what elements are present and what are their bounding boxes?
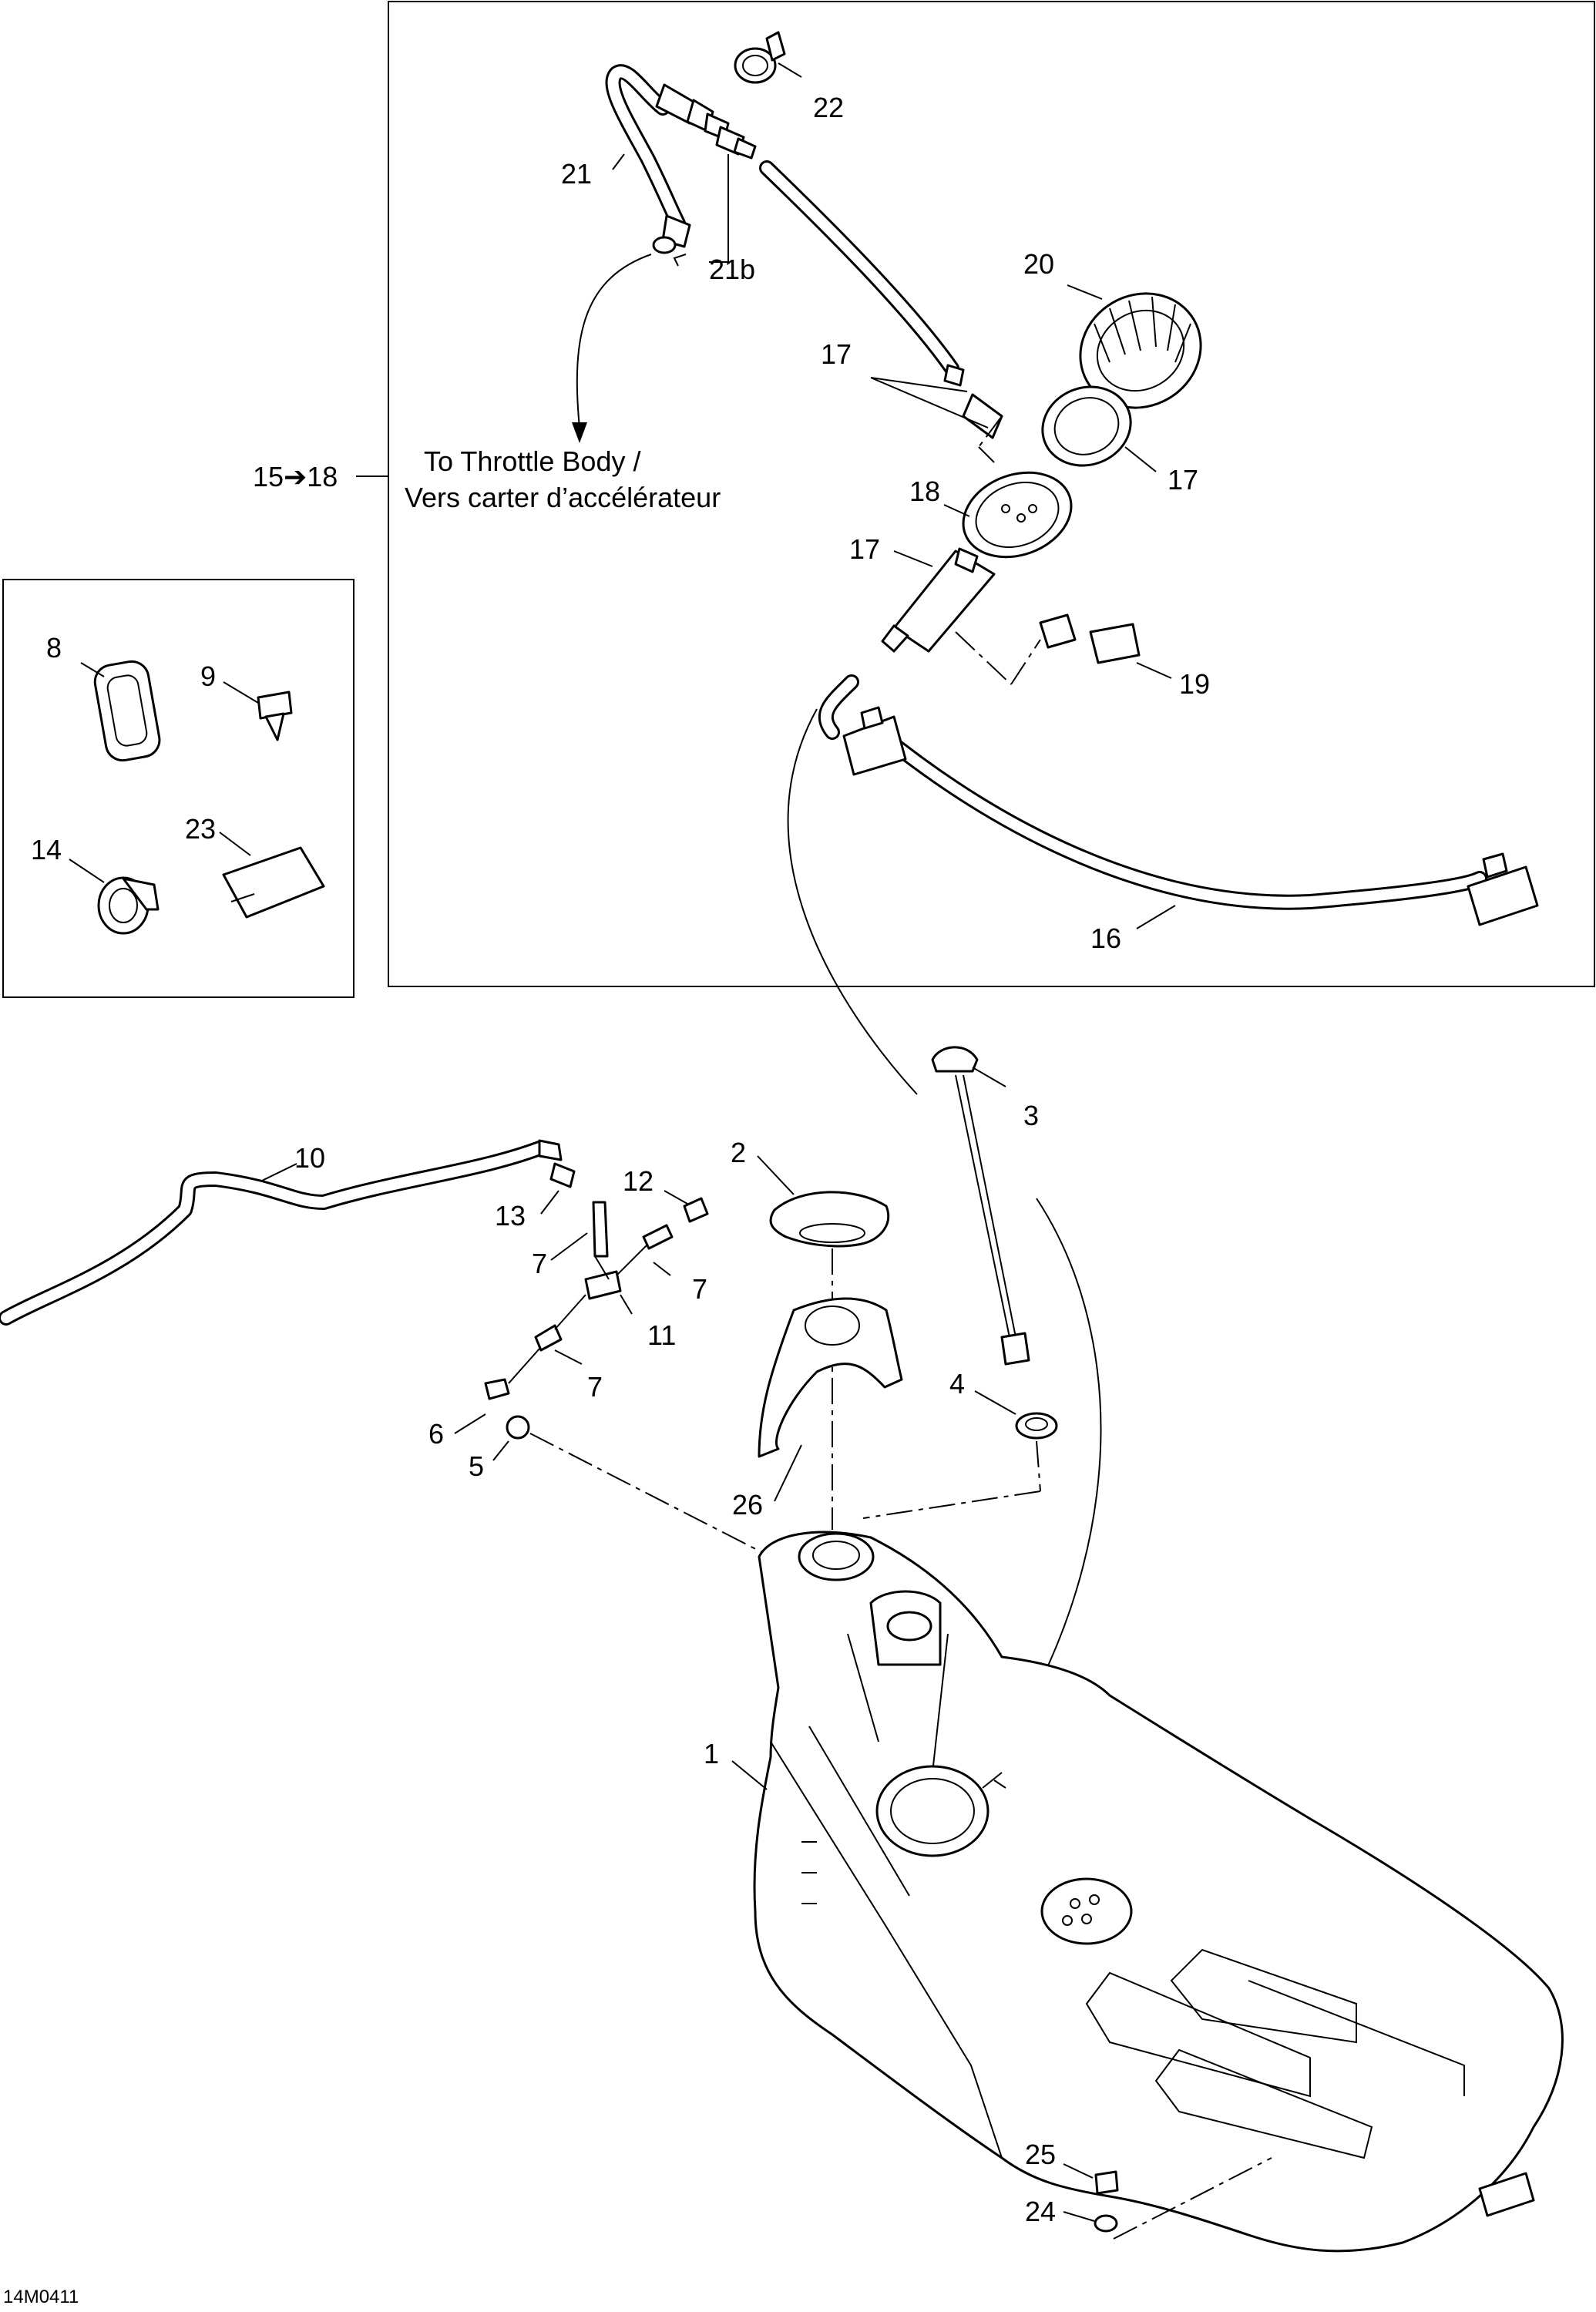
label-18: 18: [909, 476, 940, 507]
grommet-4: [1015, 1412, 1058, 1440]
label-26: 26: [732, 1489, 763, 1521]
label-17a: 17: [821, 338, 852, 370]
throttle-body-route-arrow: [576, 254, 652, 428]
grommet-25: [1094, 2170, 1119, 2195]
push-rivet-9: [257, 691, 293, 741]
fuel-line-route: [787, 708, 918, 1095]
fuel-pump-17: [881, 547, 996, 653]
label-1: 1: [704, 1738, 719, 1769]
label-4: 4: [949, 1368, 965, 1400]
label-7b: 7: [692, 1273, 707, 1305]
vent-hose-10: [0, 1141, 547, 1326]
label-12: 12: [623, 1165, 654, 1197]
label-10: 10: [294, 1142, 325, 1174]
connector-19: [955, 613, 1141, 685]
fuel-gauge-sender-3: [931, 1046, 1030, 1366]
fuel-pump-module-18: [962, 471, 1073, 559]
grommet-8: [93, 660, 161, 762]
label-20: 20: [1023, 248, 1054, 280]
label-15-18: 15➔18: [253, 461, 338, 492]
protector-23: [222, 846, 325, 919]
note-throttle-body-line1: To Throttle Body /: [424, 445, 640, 477]
connector-21b: [715, 126, 757, 160]
locking-ring-20: [1079, 292, 1202, 409]
label-19: 19: [1179, 668, 1210, 700]
small-parts-frame: [2, 579, 354, 998]
label-21b: 21b: [709, 254, 755, 285]
label-17c: 17: [849, 533, 880, 565]
note-throttle-body-line2: Vers carter d’accélérateur: [405, 482, 721, 513]
part-labels: 22 21 21b 20 17 15➔18 To Throttle Body /…: [3, 92, 1210, 2307]
label-5: 5: [469, 1450, 484, 1482]
leader-lines: [69, 62, 1176, 2222]
label-21: 21: [561, 158, 592, 190]
label-25: 25: [1025, 2139, 1056, 2170]
fuel-cap-2: [769, 1191, 889, 1248]
label-16: 16: [1090, 922, 1121, 954]
figure-code: 14M0411: [3, 2287, 79, 2307]
clip-14: [97, 876, 160, 935]
label-6: 6: [428, 1418, 444, 1450]
label-24: 24: [1025, 2196, 1056, 2227]
label-3: 3: [1023, 1100, 1039, 1131]
vent-fittings: [484, 1139, 709, 1440]
label-17b: 17: [1168, 464, 1198, 496]
label-22: 22: [813, 92, 844, 123]
label-23: 23: [185, 813, 216, 845]
fuel-hose-21: [605, 64, 730, 254]
fuel-hose-to-pump: [759, 160, 1003, 439]
fuel-pump-assembly-frame: [388, 1, 1595, 987]
label-2: 2: [731, 1137, 746, 1168]
label-8: 8: [46, 632, 62, 664]
heat-shield-26: [758, 1297, 903, 1458]
washer-24: [1094, 2214, 1118, 2233]
label-13: 13: [495, 1200, 526, 1232]
gasket-17: [1041, 385, 1132, 467]
fuel-tank-1: [753, 1531, 1564, 2253]
filter-hose-16: [818, 674, 1539, 926]
label-7a: 7: [532, 1248, 547, 1279]
label-14: 14: [31, 834, 62, 865]
clamp-22: [734, 31, 786, 84]
label-11: 11: [647, 1319, 676, 1351]
label-7c: 7: [587, 1371, 603, 1403]
arrow-head-icon: [572, 422, 587, 443]
label-9: 9: [200, 660, 216, 692]
